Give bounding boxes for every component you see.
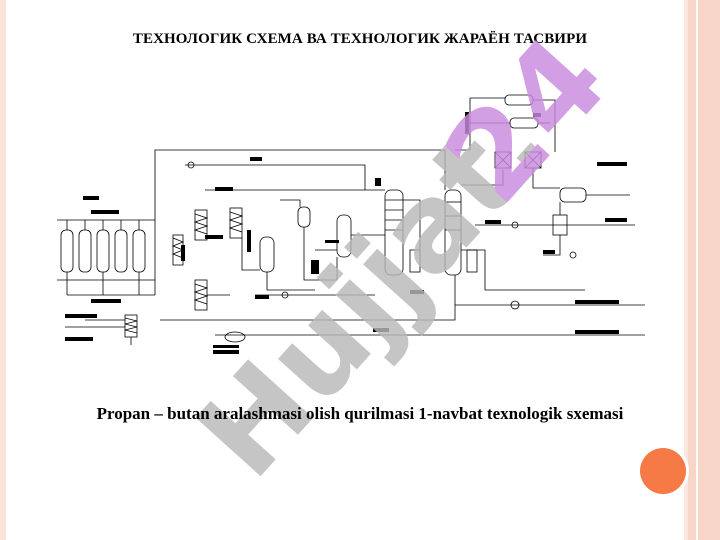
heat-exchangers <box>65 207 244 345</box>
process-flow-diagram <box>57 94 645 354</box>
slide-right-border-line <box>696 0 698 540</box>
piping <box>85 97 645 336</box>
slide-right-border-inner <box>684 0 688 540</box>
equipment-label-bars <box>65 112 627 354</box>
distillation-columns <box>384 189 478 276</box>
pumps-and-valves <box>187 161 577 310</box>
separator-vessels <box>224 206 352 343</box>
filter-bank <box>57 210 156 296</box>
slide-right-border <box>688 0 720 540</box>
slide-caption: Propan – butan aralashmasi olish qurilma… <box>96 404 624 423</box>
slide-heading: ТЕХНОЛОГИК СХЕМА ВА ТЕХНОЛОГИК ЖАРАЁН ТА… <box>132 31 588 47</box>
orange-circle-decoration <box>640 448 686 494</box>
slide-left-border <box>0 0 6 540</box>
